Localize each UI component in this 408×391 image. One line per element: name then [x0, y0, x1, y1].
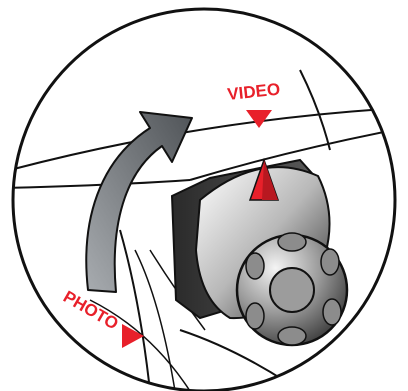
- thumb-wheel: [237, 233, 347, 345]
- video-marker-icon: [246, 110, 272, 128]
- photo-label: PHOTO: [60, 287, 122, 334]
- video-label: VIDEO: [226, 80, 281, 104]
